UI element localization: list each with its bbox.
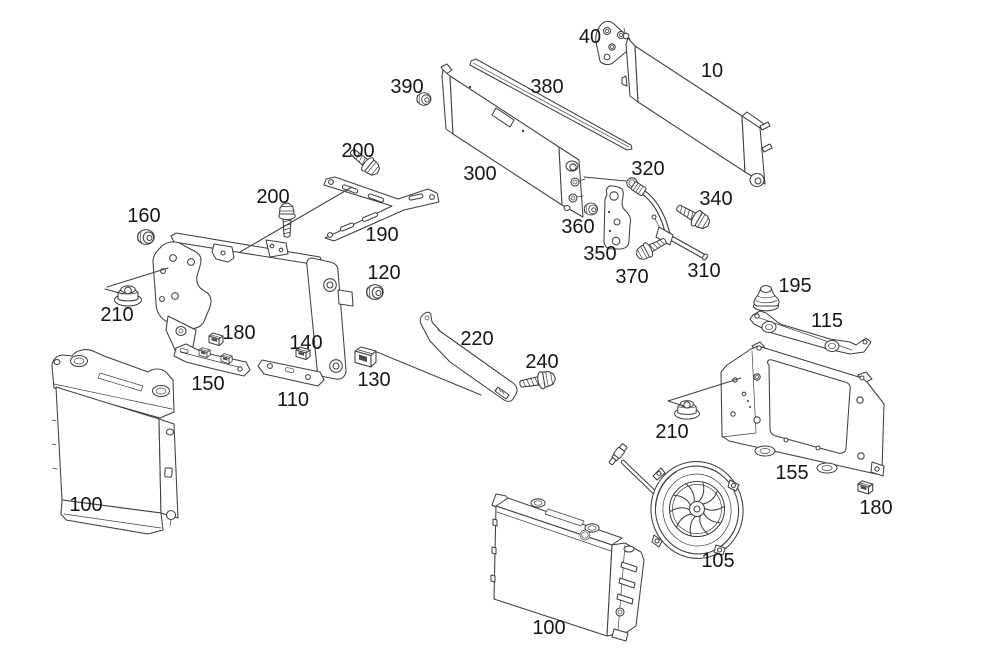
part-220-bracket <box>419 311 518 402</box>
part-130-cage-nut <box>354 346 377 368</box>
part-label-200-left[interactable]: 200 <box>256 186 290 208</box>
part-label-350[interactable]: 350 <box>583 243 617 265</box>
part-label-150[interactable]: 150 <box>191 373 225 395</box>
part-label-180-left[interactable]: 180 <box>222 322 256 344</box>
part-label-140[interactable]: 140 <box>289 332 323 354</box>
leader-lines <box>104 176 742 407</box>
part-label-310[interactable]: 310 <box>687 260 721 282</box>
part-label-380[interactable]: 380 <box>530 76 564 98</box>
part-label-10[interactable]: 10 <box>700 60 724 82</box>
part-310-pipe <box>630 181 708 261</box>
part-10-oil-cooler <box>621 27 773 188</box>
part-110-frame <box>152 232 354 387</box>
part-label-130[interactable]: 130 <box>357 369 391 391</box>
part-label-110[interactable]: 110 <box>277 389 309 411</box>
part-40-bracket-plate <box>595 21 632 66</box>
part-label-360[interactable]: 360 <box>561 216 595 238</box>
part-190-bracket <box>323 176 440 242</box>
part-label-120[interactable]: 120 <box>367 262 401 284</box>
part-label-100-bottom[interactable]: 100 <box>532 617 566 639</box>
part-label-40[interactable]: 40 <box>578 26 602 48</box>
part-label-220[interactable]: 220 <box>460 328 494 350</box>
part-155-frame <box>720 341 885 477</box>
part-label-300[interactable]: 300 <box>463 163 497 185</box>
part-label-190[interactable]: 190 <box>365 224 399 246</box>
part-label-155[interactable]: 155 <box>775 462 809 484</box>
part-label-340[interactable]: 340 <box>699 188 733 210</box>
part-label-115[interactable]: 115 <box>811 310 843 332</box>
part-label-370[interactable]: 370 <box>615 266 649 288</box>
part-100-radiator-bottom <box>490 493 645 642</box>
part-label-320[interactable]: 320 <box>631 158 665 180</box>
part-115-bracket <box>749 310 872 355</box>
part-label-240[interactable]: 240 <box>525 351 559 373</box>
part-150-bracket <box>173 343 251 377</box>
part-label-200-upper[interactable]: 200 <box>341 140 375 162</box>
part-label-180-right[interactable]: 180 <box>859 497 893 519</box>
part-label-105[interactable]: 105 <box>701 550 735 572</box>
part-100-radiator-left <box>51 349 179 535</box>
part-label-160[interactable]: 160 <box>127 205 161 227</box>
part-label-210-right[interactable]: 210 <box>655 421 689 443</box>
part-380-strip <box>469 58 633 151</box>
part-label-100-left[interactable]: 100 <box>69 494 103 516</box>
part-105-fan <box>608 443 744 559</box>
part-350-bracket <box>603 185 632 250</box>
part-label-195[interactable]: 195 <box>778 275 812 297</box>
part-300-oil-cooler <box>440 63 586 218</box>
part-195-rubber-mount <box>752 285 780 312</box>
part-label-210-left[interactable]: 210 <box>100 304 134 326</box>
part-label-390[interactable]: 390 <box>390 76 424 98</box>
